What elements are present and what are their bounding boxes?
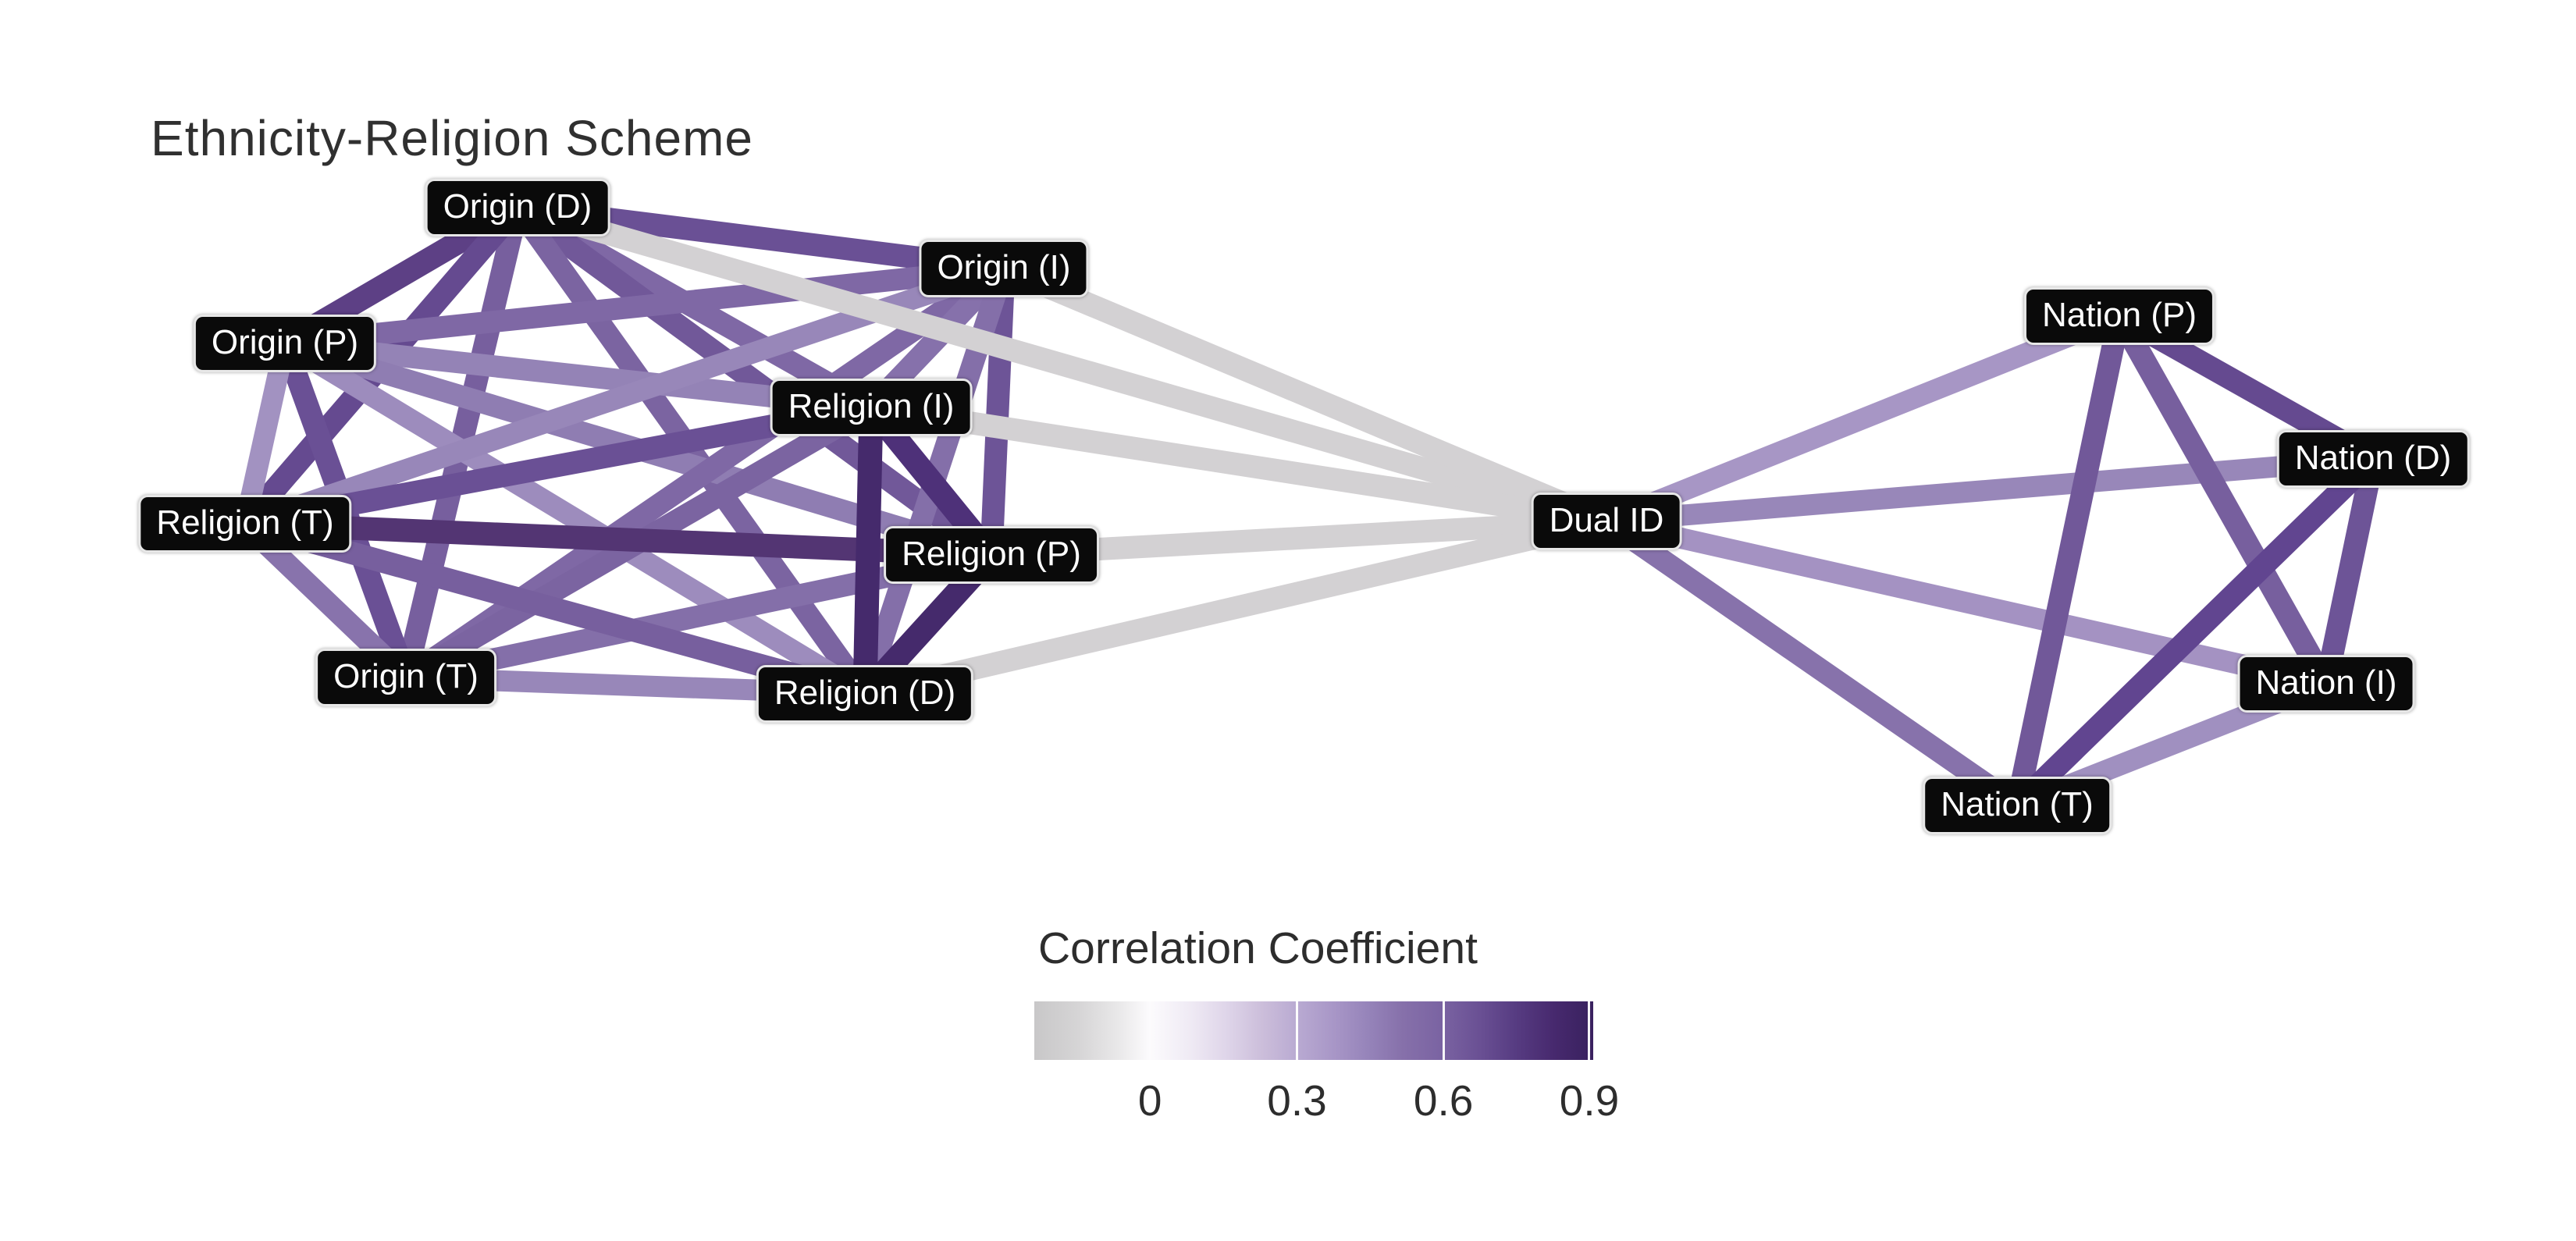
colorbar-tick-label-0.9: 0.9: [1559, 1076, 1620, 1125]
node-label-nation_d: Nation (D): [2276, 430, 2470, 488]
edge-dual_id-religion_i: [869, 396, 1609, 533]
node-label-origin_d: Origin (D): [425, 179, 610, 236]
chart-title: Ethnicity-Religion Scheme: [151, 110, 753, 166]
edge-religion_i-religion_d: [852, 407, 884, 695]
edge-dual_id-nation_d: [1605, 448, 2375, 532]
edge-origin_i-religion_p: [980, 268, 1016, 556]
edge-origin_d-religion_p: [511, 198, 998, 564]
edge-origin_p-religion_d: [279, 334, 870, 703]
edge-dual_id-nation_p: [1602, 306, 2124, 532]
node-label-religion_p: Religion (P): [884, 526, 1099, 584]
colorbar-tick-label-0: 0: [1137, 1076, 1162, 1125]
node-label-dual_id: Dual ID: [1531, 492, 1682, 550]
edge-nation_p-nation_t: [2005, 314, 2131, 808]
node-label-origin_i: Origin (I): [919, 240, 1089, 297]
node-label-origin_t: Origin (T): [315, 649, 496, 706]
node-label-religion_i: Religion (I): [770, 379, 973, 436]
colorbar-gradient: [1034, 1001, 1593, 1060]
edge-dual_id-nation_t: [1600, 512, 2023, 815]
node-label-origin_p: Origin (P): [193, 315, 377, 372]
edge-dual_id-origin_d: [514, 197, 1610, 532]
colorbar-tick-label-0.6: 0.6: [1413, 1076, 1474, 1125]
node-label-religion_t: Religion (T): [138, 495, 352, 553]
colorbar-tick-label-0.3: 0.3: [1267, 1076, 1327, 1125]
edge-nation_p-nation_i: [2109, 310, 2336, 690]
edge-nation_d-nation_t: [2008, 450, 2382, 814]
node-label-religion_d: Religion (D): [756, 665, 974, 723]
edge-origin_p-origin_i: [283, 258, 1005, 354]
colorbar-tick-mark-0.3: [1296, 1001, 1299, 1060]
colorbar-tick-mark-0.9: [1588, 1001, 1591, 1060]
edge-dual_id-nation_i: [1604, 510, 2329, 695]
edge-origin_p-religion_t: [234, 341, 296, 526]
colorbar-tick-mark-0.6: [1442, 1001, 1445, 1060]
node-label-nation_t: Nation (T): [1923, 777, 2112, 834]
edge-dual_id-religion_d: [862, 510, 1610, 706]
legend-title: Correlation Coefficient: [1038, 923, 1478, 973]
edge-nation_d-nation_i: [2314, 457, 2385, 686]
node-label-nation_i: Nation (I): [2237, 655, 2415, 713]
node-label-nation_p: Nation (P): [2023, 287, 2215, 345]
edge-dual_id-origin_i: [999, 258, 1611, 532]
